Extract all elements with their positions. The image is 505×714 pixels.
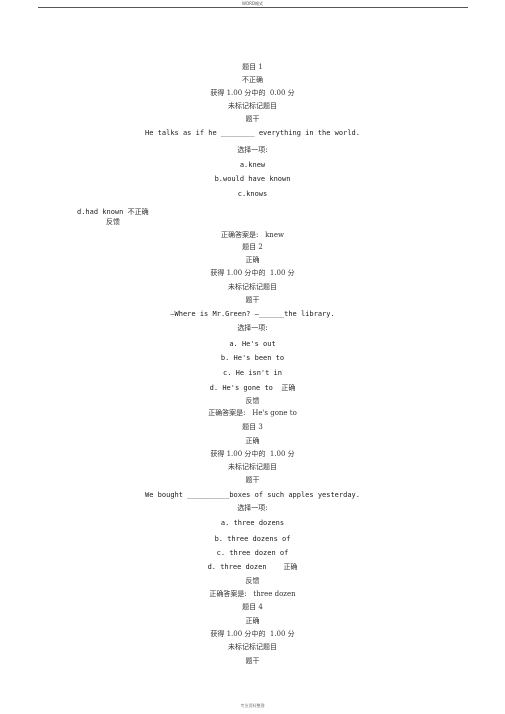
correct-answer: 正确答案是: three dozen [209, 590, 296, 598]
option-d-selected[interactable]: d.had known 不正确 [77, 207, 149, 217]
page-footer: 专业资料整理 [240, 703, 265, 708]
question-stem: He talks as if he ________ everything in… [145, 129, 360, 137]
question-stem: We bought __________boxes of such apples… [145, 491, 360, 499]
question-number: 题目 4 [242, 603, 263, 611]
option-b[interactable]: b. He's been to [220, 354, 285, 362]
correct-mark: 正确 [281, 384, 296, 392]
choose-label: 选择一项: [237, 324, 268, 332]
page-header: WORD格式 [242, 1, 263, 6]
question-score: 获得 1.00 分中的 0.00 分 [210, 89, 295, 97]
question-status: 正确 [245, 256, 260, 264]
flag-question-link[interactable]: 未标记标记题目 [228, 283, 277, 291]
option-a[interactable]: a. He's out [229, 340, 276, 348]
correct-mark: 正确 [283, 563, 298, 571]
question-number: 题目 2 [242, 243, 263, 251]
option-b[interactable]: b. three dozens of [214, 535, 291, 543]
stem-label: 题干 [245, 296, 260, 304]
option-d-selected[interactable]: d. He's gone to 正确 [0, 383, 505, 393]
question-score: 获得 1.00 分中的 1.00 分 [210, 630, 295, 638]
option-c[interactable]: c. three dozen of [216, 549, 289, 557]
flag-question-link[interactable]: 未标记标记题目 [228, 643, 277, 651]
stem-label: 题干 [245, 115, 260, 123]
option-d: d. He's gone to [209, 384, 273, 392]
question-status: 正确 [245, 437, 260, 445]
feedback-label: 反馈 [245, 577, 260, 585]
option-b[interactable]: b.would have known [214, 175, 291, 183]
option-d-selected[interactable]: d. three dozen 正确 [0, 562, 505, 572]
feedback-label: 反馈 [106, 218, 120, 226]
question-status: 正确 [245, 617, 260, 625]
stem-label: 题干 [245, 657, 260, 665]
question-status: 不正确 [242, 76, 263, 84]
stem-label: 题干 [245, 476, 260, 484]
option-c[interactable]: c.knows [237, 190, 268, 198]
feedback-label: 反馈 [245, 397, 260, 405]
incorrect-mark: 不正确 [127, 208, 149, 216]
question-stem: —Where is Mr.Green? —______the library. [170, 310, 335, 318]
question-score: 获得 1.00 分中的 1.00 分 [210, 450, 295, 458]
question-number: 题目 3 [242, 423, 263, 431]
option-d: d.had known [77, 208, 124, 216]
option-a[interactable]: a.knew [239, 161, 266, 169]
choose-label: 选择一项: [237, 146, 268, 154]
correct-answer: 正确答案是: He's gone to [208, 409, 297, 417]
option-d: d. three dozen [207, 563, 267, 571]
choose-label: 选择一项: [237, 504, 268, 512]
option-c[interactable]: c. He isn't in [222, 369, 282, 377]
header-divider [38, 7, 468, 8]
correct-answer: 正确答案是: knew [221, 231, 284, 239]
question-score: 获得 1.00 分中的 1.00 分 [210, 269, 295, 277]
question-number: 题目 1 [242, 63, 263, 71]
option-a[interactable]: a. three dozens [220, 519, 285, 527]
flag-question-link[interactable]: 未标记标记题目 [228, 463, 277, 471]
flag-question-link[interactable]: 未标记标记题目 [228, 102, 277, 110]
